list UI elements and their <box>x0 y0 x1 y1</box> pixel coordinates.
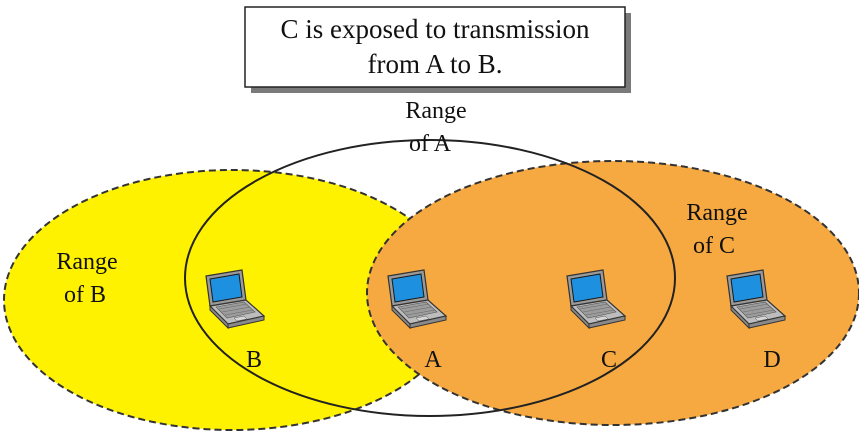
range-b-label-line-2: of B <box>64 282 106 308</box>
range-a-ellipse <box>184 139 676 417</box>
range-c-label-line-1: Range <box>686 200 747 226</box>
callout-line-1: C is exposed to transmission <box>281 14 590 44</box>
station-b: B <box>205 269 265 373</box>
callout-box: C is exposed to transmission from A to B… <box>244 6 631 93</box>
station-a-label: A <box>424 347 442 373</box>
station-b-label: B <box>246 347 262 373</box>
station-a: A <box>387 269 447 373</box>
range-b-label-line-1: Range <box>56 249 117 275</box>
station-d-label: D <box>763 347 780 373</box>
station-c-label: C <box>601 347 617 373</box>
station-c: C <box>566 269 626 373</box>
range-a-label-line-1: Range <box>405 98 466 124</box>
callout-line-2: from A to B. <box>367 49 502 79</box>
range-c-ellipse <box>366 160 859 426</box>
range-c-label-line-2: of C <box>693 233 735 259</box>
station-d: D <box>726 269 786 373</box>
range-a-label-line-2: of A <box>409 131 452 157</box>
